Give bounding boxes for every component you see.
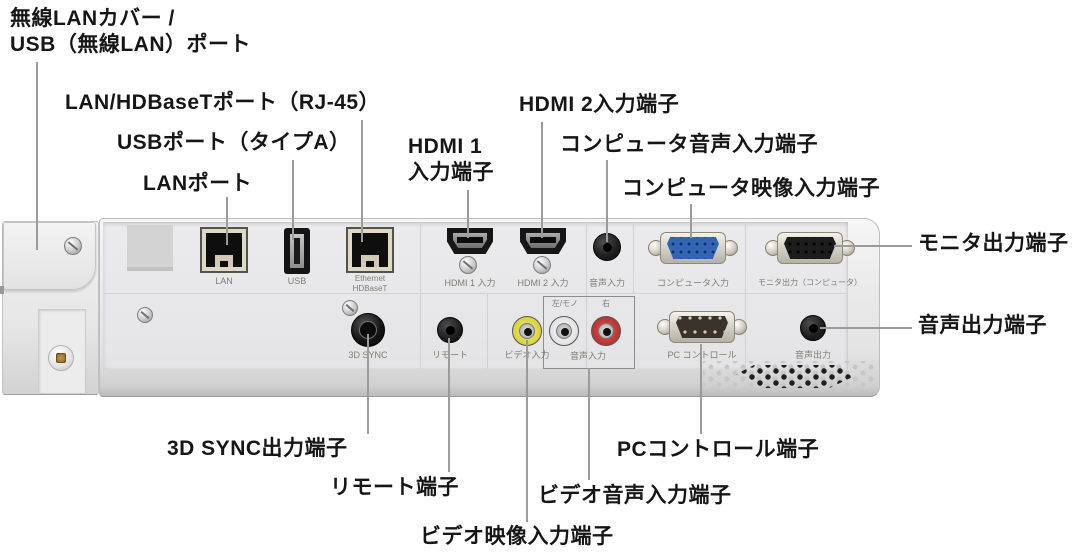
leader-lan xyxy=(226,197,228,245)
panel-seam-v1 xyxy=(420,222,421,369)
callout-3d-sync: 3D SYNC出力端子 xyxy=(167,437,348,460)
callout-audio-out: 音声出力端子 xyxy=(918,314,1047,337)
panel-seam-v4 xyxy=(487,293,488,369)
callout-video-audio: ビデオ音声入力端子 xyxy=(538,484,732,507)
hdbaset-print: Ethernet HDBaseT xyxy=(352,274,388,293)
callout-remote: リモート端子 xyxy=(330,476,459,499)
audio-left-print: 左/モノ xyxy=(551,299,579,308)
panel-seam-horizontal xyxy=(103,293,848,294)
panel-seam-v3 xyxy=(745,222,746,369)
leader-computer-video xyxy=(690,204,692,238)
hdmi1-port xyxy=(447,228,493,254)
usb-port-slot xyxy=(294,238,300,264)
callout-pc-control: PCコントロール端子 xyxy=(617,438,820,461)
callout-hdbaset: LAN/HDBaseTポート（RJ-45） xyxy=(65,91,381,114)
audio-right-rca-hole xyxy=(603,328,611,336)
callout-computer-video: コンピュータ映像入力端子 xyxy=(622,177,880,200)
audio-in-jack-hole xyxy=(602,242,612,252)
leader-audio-out xyxy=(820,327,912,329)
foot-screw-core xyxy=(56,353,66,363)
leader-3d-sync xyxy=(367,334,369,434)
audio-lr-print: 音声入力 xyxy=(569,351,606,361)
computer-in-connector xyxy=(648,231,738,265)
pc-control-connector xyxy=(657,310,747,344)
callout-monitor-out: モニタ出力端子 xyxy=(918,232,1069,255)
pc-control-print: PC コントロール xyxy=(667,350,737,360)
audio-in-jack xyxy=(593,233,621,261)
lan-port-tab-slot xyxy=(220,261,228,267)
video-in-rca-hole xyxy=(524,328,532,336)
audio-left-rca-hole xyxy=(561,328,569,336)
audio-out-print: 音声出力 xyxy=(794,350,831,360)
audio-in-print: 音声入力 xyxy=(588,278,625,288)
audio-out-jack-hole xyxy=(808,323,818,333)
leader-hdmi1 xyxy=(467,190,469,238)
panel-seam-v5 xyxy=(633,222,634,293)
hdbaset-port xyxy=(346,227,394,273)
callout-wireless-lan: 無線LANカバー / USB（無線LAN）ポート xyxy=(10,7,251,56)
callout-hdmi1: HDMI 1 入力端子 xyxy=(408,135,494,184)
leader-remote xyxy=(448,338,450,472)
video-in-rca xyxy=(512,316,542,346)
leader-video-audio xyxy=(588,368,590,480)
audio-left-rca xyxy=(549,316,579,346)
usb-port xyxy=(284,228,310,274)
leader-pc-control xyxy=(700,344,702,434)
usb-print: USB xyxy=(287,276,307,286)
monitor-out-connector xyxy=(765,231,855,265)
leader-wireless xyxy=(36,62,38,250)
hdbaset-port-tab-slot xyxy=(366,261,374,267)
monitor-out-dsub-insert xyxy=(784,237,836,259)
pc-control-dsub-insert xyxy=(676,316,728,338)
callout-computer-audio: コンピュータ音声入力端子 xyxy=(560,133,818,156)
hdmi1-print: HDMI 1 入力 xyxy=(444,278,496,288)
remote-print: リモート xyxy=(420,350,480,360)
cover-screw xyxy=(64,237,82,255)
panel-seam-v2 xyxy=(586,222,587,369)
callout-usb: USBポート（タイプA） xyxy=(117,131,351,154)
leader-computer-audio xyxy=(606,160,608,242)
monitor-out-print: モニタ出力（コンピュータ） xyxy=(758,278,862,287)
hdmi2-screw xyxy=(533,256,551,274)
callout-lan: LANポート xyxy=(143,172,253,195)
leader-monitor-out xyxy=(834,245,912,247)
leader-hdmi2 xyxy=(541,122,543,238)
panel-screw-left xyxy=(137,307,153,323)
panel-screw-3dsync xyxy=(342,300,358,316)
leader-usb xyxy=(292,160,294,240)
hdmi1-screw xyxy=(459,256,477,274)
computer-in-dsub-insert xyxy=(667,237,719,259)
hdmi2-print: HDMI 2 入力 xyxy=(517,278,569,288)
side-notch xyxy=(0,286,4,294)
wireless-lan-cover xyxy=(3,222,96,290)
adjuster-foot xyxy=(48,345,74,371)
leader-video-in xyxy=(526,340,528,522)
computer-in-print: コンピュータ入力 xyxy=(656,278,729,288)
leader-hdbaset xyxy=(361,120,363,242)
audio-right-rca xyxy=(591,316,621,346)
callout-hdmi2: HDMI 2入力端子 xyxy=(519,93,680,116)
hdmi1-slot xyxy=(457,237,483,243)
3d-sync-print: 3D SYNC xyxy=(348,350,388,360)
callout-video-in: ビデオ映像入力端子 xyxy=(420,525,614,548)
remote-jack xyxy=(437,317,463,343)
hdmi2-slot xyxy=(530,237,556,243)
lan-port xyxy=(200,227,248,273)
hdmi2-port xyxy=(520,228,566,254)
remote-jack-hole xyxy=(445,325,455,335)
lan-print: LAN xyxy=(215,276,233,286)
blank-plate xyxy=(127,225,173,271)
vent-grille-holes xyxy=(736,365,856,388)
audio-right-print: 右 xyxy=(602,299,610,308)
